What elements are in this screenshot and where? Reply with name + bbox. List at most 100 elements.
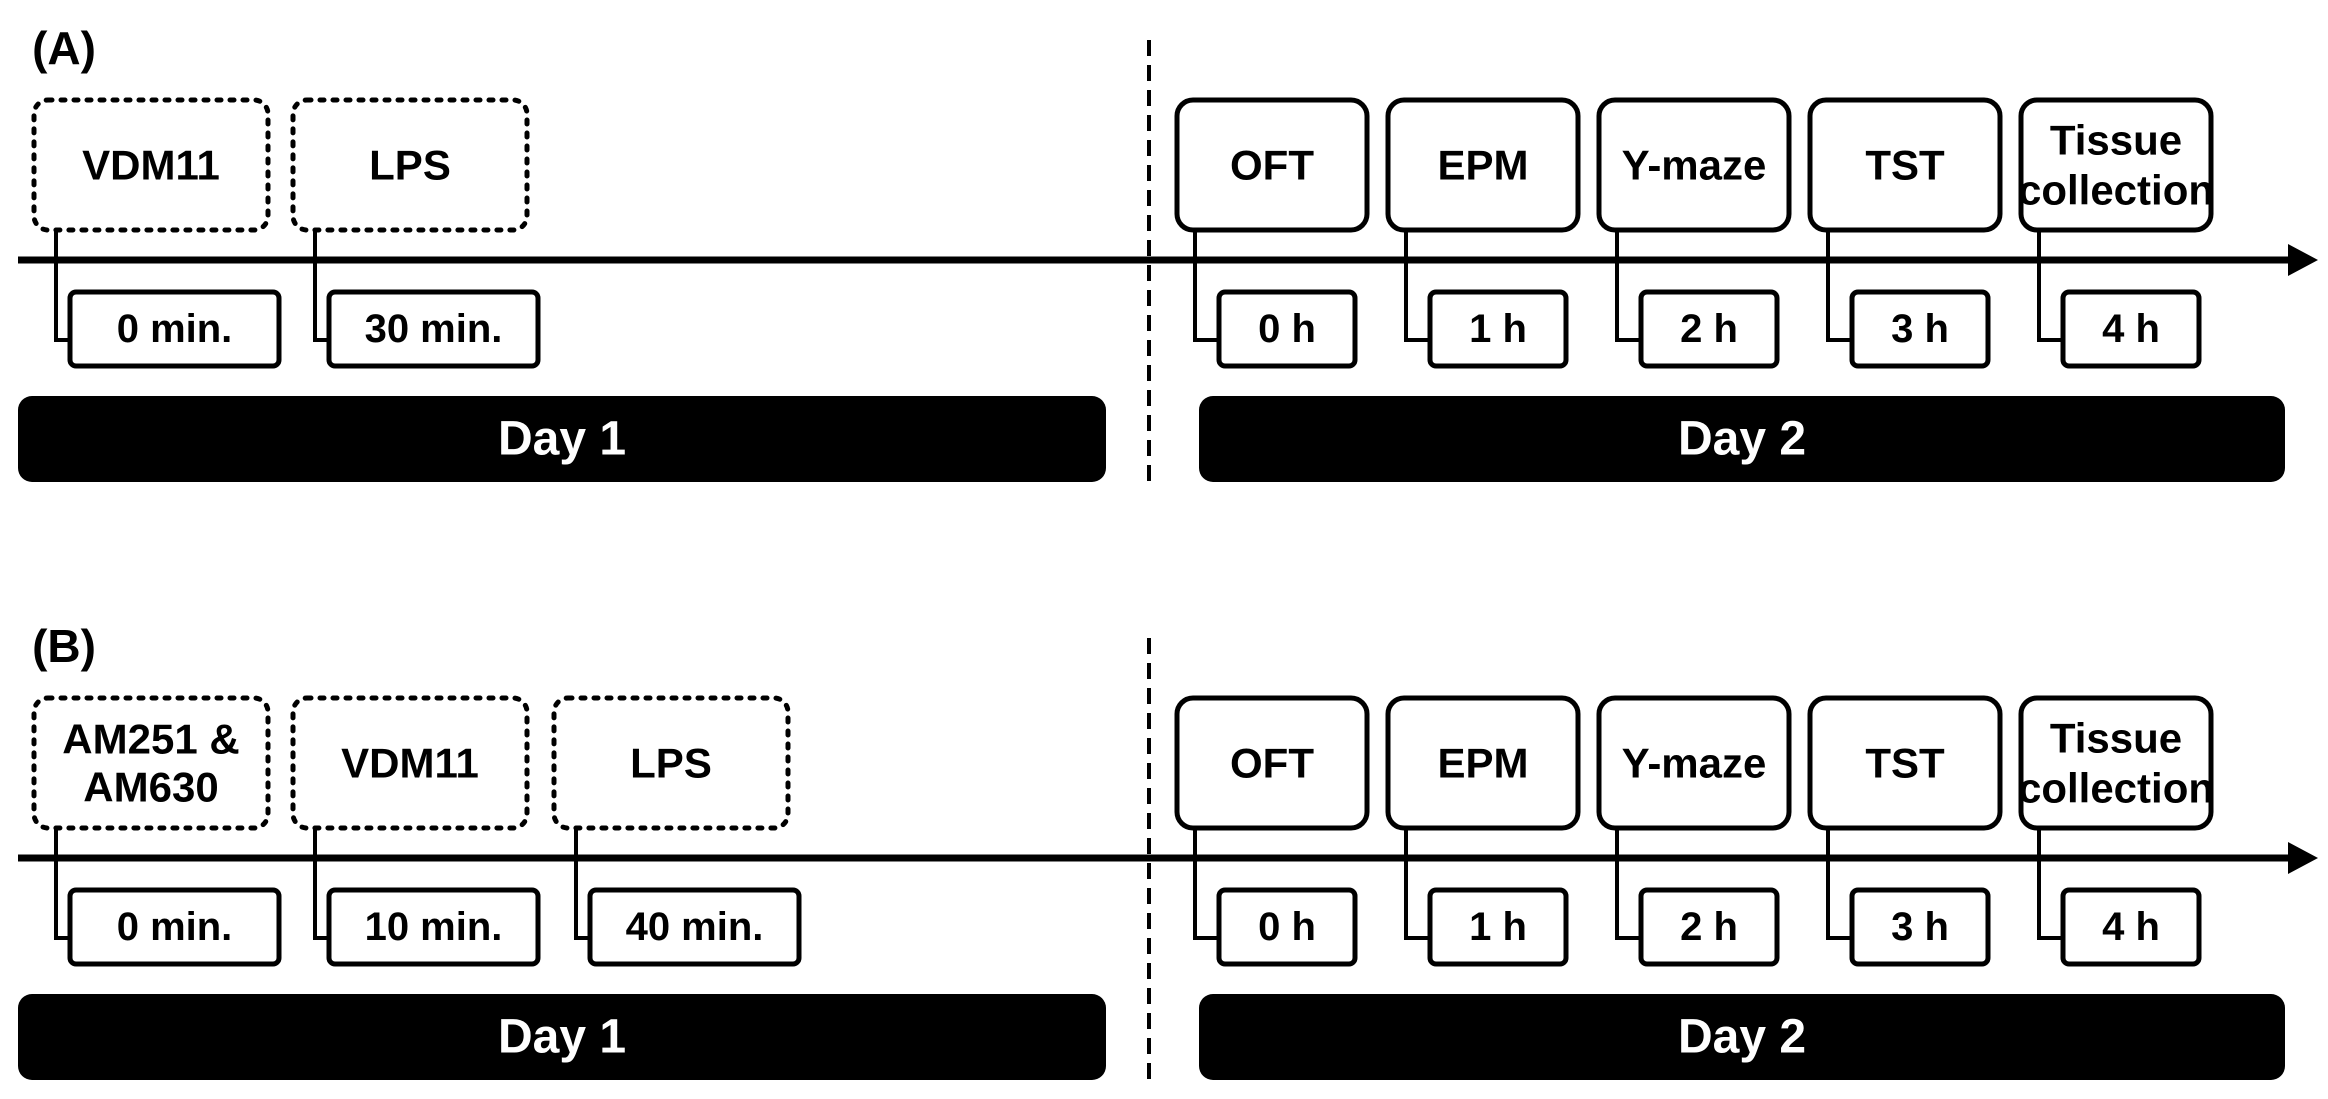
time-box <box>1849 887 1991 967</box>
treatment-label: AM630 <box>83 764 218 811</box>
test-box <box>2018 695 2214 831</box>
time-connector <box>313 230 329 342</box>
panel-label: (A) <box>32 22 96 74</box>
time-connector <box>1404 828 1430 940</box>
time-label: 0 min. <box>117 307 233 351</box>
time-box <box>587 887 802 967</box>
panel-a: (A) VDM11 0 min. LPS 30 min. OFT 0 h EPM 1 h Y-ma… <box>18 22 2318 482</box>
test-step: TST 3 h <box>1807 695 2003 967</box>
test-label: OFT <box>1230 142 1314 189</box>
timeline-arrowhead <box>2288 244 2318 276</box>
test-box <box>1807 97 2003 233</box>
time-label: 1 h <box>1469 905 1527 949</box>
day1-label: Day 1 <box>498 1011 626 1064</box>
test-step: EPM 1 h <box>1385 97 1581 369</box>
time-connector <box>574 828 590 940</box>
panel-b: (B) AM251 &AM630 0 min. VDM11 10 min. LPS 40 m… <box>18 620 2318 1080</box>
treatment-label: VDM11 <box>82 142 220 189</box>
test-label: OFT <box>1230 740 1314 787</box>
test-label: Tissue <box>2050 117 2182 164</box>
time-label: 0 h <box>1258 905 1316 949</box>
time-connector <box>1404 230 1430 342</box>
test-label: TST <box>1865 740 1945 787</box>
time-label: 10 min. <box>365 905 503 949</box>
test-box <box>2018 97 2214 233</box>
test-label: TST <box>1865 142 1945 189</box>
time-label: 40 min. <box>626 905 764 949</box>
treatment-box <box>551 695 791 831</box>
time-box <box>1849 289 1991 369</box>
time-connector <box>54 828 70 940</box>
time-box <box>1427 887 1569 967</box>
panel-label: (B) <box>32 620 96 672</box>
time-box <box>1216 887 1358 967</box>
test-box <box>1385 97 1581 233</box>
time-label: 0 min. <box>117 905 233 949</box>
test-step: Y-maze 2 h <box>1596 695 1792 967</box>
treatment-box <box>31 695 271 831</box>
test-label: collection <box>2018 765 2214 812</box>
time-box <box>67 887 282 967</box>
test-box <box>1596 695 1792 831</box>
time-box <box>326 887 541 967</box>
treatment-step: VDM11 0 min. <box>31 97 282 369</box>
time-label: 1 h <box>1469 307 1527 351</box>
time-connector <box>2037 828 2063 940</box>
test-label: Y-maze <box>1622 740 1767 787</box>
time-box <box>2060 887 2202 967</box>
time-connector <box>2037 230 2063 342</box>
time-connector <box>1615 828 1641 940</box>
time-box <box>326 289 541 369</box>
test-step: OFT 0 h <box>1174 695 1370 967</box>
time-connector <box>1193 828 1219 940</box>
time-label: 4 h <box>2102 307 2160 351</box>
day1-bar <box>18 994 1106 1080</box>
time-connector <box>1826 230 1852 342</box>
day2-bar <box>1199 994 2285 1080</box>
treatment-step: LPS 40 min. <box>551 695 802 967</box>
time-connector <box>313 828 329 940</box>
test-box <box>1174 695 1370 831</box>
day2-bar <box>1199 396 2285 482</box>
treatment-label: AM251 & <box>62 716 239 763</box>
test-label: EPM <box>1437 740 1528 787</box>
time-label: 30 min. <box>365 307 503 351</box>
time-label: 2 h <box>1680 905 1738 949</box>
day2-label: Day 2 <box>1678 413 1806 466</box>
test-box <box>1596 97 1792 233</box>
treatment-label: LPS <box>369 142 451 189</box>
test-box <box>1385 695 1581 831</box>
timeline-arrowhead <box>2288 842 2318 874</box>
time-label: 4 h <box>2102 905 2160 949</box>
test-box <box>1807 695 2003 831</box>
treatment-step: AM251 &AM630 0 min. <box>31 695 282 967</box>
test-box <box>1174 97 1370 233</box>
time-connector <box>1826 828 1852 940</box>
treatment-box <box>290 695 530 831</box>
time-connector <box>54 230 70 342</box>
treatment-box <box>290 97 530 233</box>
time-box <box>2060 289 2202 369</box>
test-label: collection <box>2018 167 2214 214</box>
treatment-label: LPS <box>630 740 712 787</box>
time-box <box>67 289 282 369</box>
time-label: 0 h <box>1258 307 1316 351</box>
test-label: EPM <box>1437 142 1528 189</box>
time-label: 3 h <box>1891 905 1949 949</box>
test-label: Y-maze <box>1622 142 1767 189</box>
time-box <box>1638 887 1780 967</box>
time-box <box>1638 289 1780 369</box>
treatment-step: VDM11 10 min. <box>290 695 541 967</box>
time-box <box>1427 289 1569 369</box>
treatment-label: VDM11 <box>341 740 479 787</box>
treatment-box <box>31 97 271 233</box>
test-step: OFT 0 h <box>1174 97 1370 369</box>
time-connector <box>1193 230 1219 342</box>
day2-label: Day 2 <box>1678 1011 1806 1064</box>
time-connector <box>1615 230 1641 342</box>
